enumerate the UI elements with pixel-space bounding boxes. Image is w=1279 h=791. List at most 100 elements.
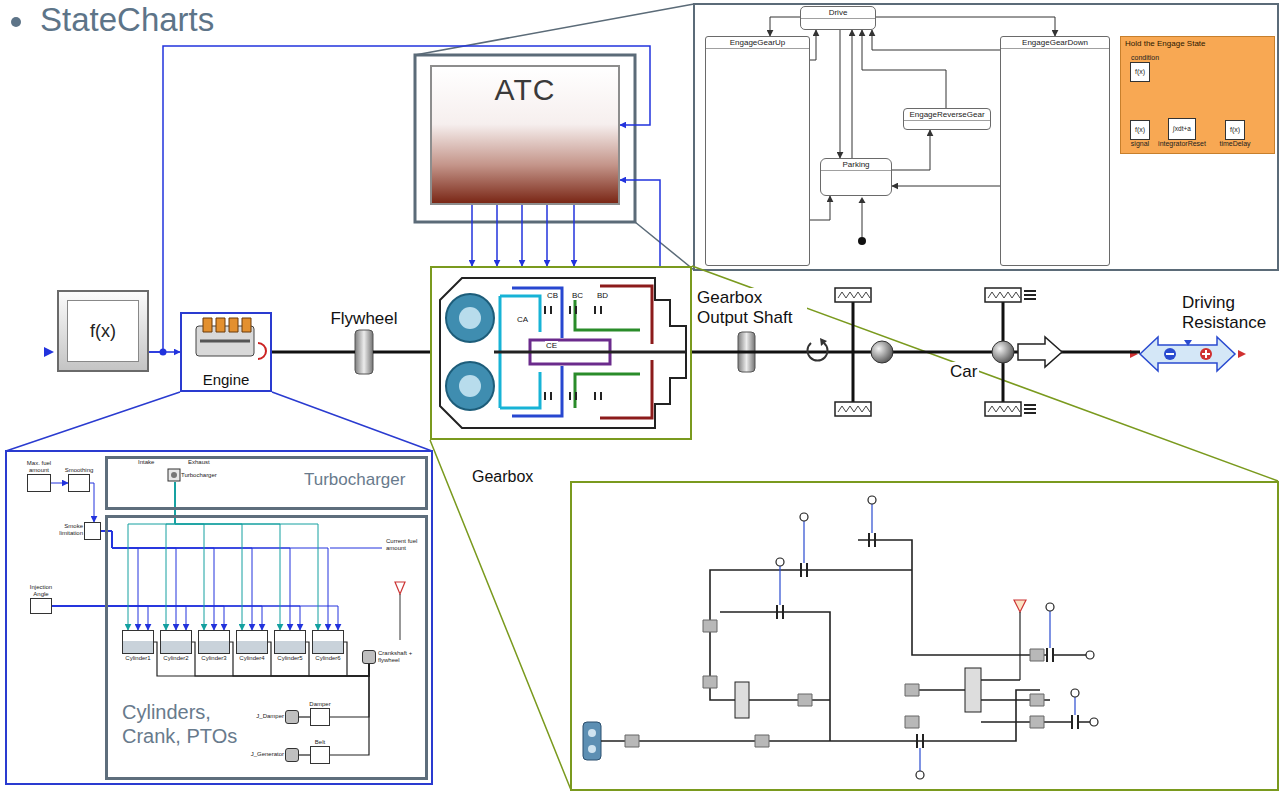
region-name: Cylinders, Crank, PTOs xyxy=(122,700,247,748)
plus-sign xyxy=(1202,350,1210,358)
region-name: Turbocharger xyxy=(304,470,405,490)
signal-wire xyxy=(496,205,498,266)
function-block: conditionf(x) xyxy=(1130,62,1150,82)
air-connection xyxy=(128,482,175,630)
block-caption: Smoke limitation xyxy=(47,523,83,537)
mechanical-connection xyxy=(330,664,369,717)
signal-wire xyxy=(471,205,473,266)
force-arrow xyxy=(1018,337,1062,367)
block-caption: Cylinder6 xyxy=(315,655,340,662)
clutch-label: BC xyxy=(571,291,584,300)
slide-title: StateCharts xyxy=(40,1,214,39)
block-caption: J_Generator xyxy=(251,751,284,758)
cylinder-block: Cylinder3 xyxy=(198,630,230,654)
car-model: Car xyxy=(800,285,1065,420)
rotation-mark xyxy=(258,343,266,359)
input-port xyxy=(44,347,54,357)
torque-converter-icon xyxy=(583,722,601,760)
driving-resistance: Driving Resistance xyxy=(1140,337,1235,371)
signal-wire xyxy=(620,180,660,266)
gear-shafts xyxy=(601,540,1090,741)
gearbox-detail-frame xyxy=(571,482,1278,790)
air-connection xyxy=(175,482,242,630)
state-box: EngageGearDown xyxy=(1000,36,1110,266)
block-caption: Max. fuel amount xyxy=(19,460,59,474)
air-connection xyxy=(175,482,204,630)
gearbox-block: Gearbox xyxy=(430,266,692,440)
minus-port xyxy=(1164,348,1176,360)
mechanical-connection xyxy=(330,664,369,755)
block-caption: Cylinder1 xyxy=(125,655,150,662)
state-transition xyxy=(892,186,1000,187)
block-caption: Belt xyxy=(315,739,325,746)
plus-port xyxy=(1200,348,1212,360)
function-block: f(x)signal xyxy=(1130,120,1150,140)
port-label: Current fuel amount xyxy=(386,538,424,552)
clutch-actuation xyxy=(780,504,1075,771)
state-name: EngageGearDown xyxy=(1001,37,1109,49)
rotation-mark xyxy=(808,343,828,361)
block-caption: signal xyxy=(1131,140,1149,148)
signal-wire xyxy=(149,46,650,352)
sensor-line xyxy=(400,594,401,640)
shaft xyxy=(1065,351,1140,354)
clutch-label: CA xyxy=(516,315,529,324)
cylinder-block: Cylinder1 xyxy=(122,630,154,654)
inertia-block: Crankshaft + flywheel xyxy=(362,650,376,664)
differential xyxy=(871,341,893,363)
block-caption: Cylinder2 xyxy=(163,655,188,662)
initial-transition xyxy=(862,201,863,237)
signal-block: Smoothing xyxy=(68,474,90,492)
rotation-arrowhead xyxy=(820,338,827,346)
state-name: EngageReverseGear xyxy=(904,109,990,121)
callout-line xyxy=(415,4,694,270)
state-transition xyxy=(810,196,830,220)
state-transition xyxy=(892,130,930,170)
callout-line xyxy=(6,392,432,451)
flywheel-disc xyxy=(355,330,373,374)
clutch xyxy=(777,533,1078,748)
state-name: EngageGearUp xyxy=(706,37,809,49)
state-box: Parking xyxy=(820,158,892,196)
air-connection xyxy=(175,482,318,630)
minus-sign xyxy=(1166,353,1174,355)
shaft xyxy=(272,351,355,354)
engine-block: Engine xyxy=(180,312,272,392)
controller-block: ATC xyxy=(430,65,620,205)
signal-wire xyxy=(52,606,300,630)
state-transition xyxy=(840,30,841,158)
block-caption: Cylinder3 xyxy=(201,655,226,662)
port-label: Gearbox Output Shaft xyxy=(697,288,807,328)
function-block: f(x) xyxy=(57,290,149,372)
block-symbol: ∫xdt+a xyxy=(1173,125,1191,132)
speed-sensor xyxy=(395,582,405,594)
signal-wire xyxy=(101,531,328,630)
title-bullet xyxy=(11,17,21,27)
signal-wire xyxy=(546,205,548,266)
main-shaft xyxy=(494,351,686,354)
belt-block: Belt xyxy=(310,746,330,764)
axle xyxy=(853,302,1003,402)
signal-wire xyxy=(52,606,262,630)
signal-wire xyxy=(52,606,224,630)
initial-arrowhead xyxy=(859,197,866,203)
block-caption: Damper xyxy=(309,701,330,708)
signal-wire xyxy=(573,205,575,266)
planetary-gear xyxy=(735,682,749,718)
component-name: Engine xyxy=(203,371,250,390)
signal-block: Injection Angle xyxy=(30,598,52,614)
initial-state-dot xyxy=(858,237,866,245)
annotation-panel: Hold the Engage Stateconditionf(x)f(x)si… xyxy=(1120,36,1275,154)
state-transition xyxy=(872,30,1000,50)
turbo-icon xyxy=(168,469,180,481)
torque-converter-hub xyxy=(459,375,481,397)
clutch-label: BD xyxy=(596,291,609,300)
tyre-tread xyxy=(838,292,1020,412)
signal-wire xyxy=(521,205,523,266)
air-connection xyxy=(166,482,175,630)
signal-block: Max. fuel amount xyxy=(27,474,51,492)
signal-block: Smoke limitation xyxy=(84,522,101,540)
block-symbol: f(x) xyxy=(1135,68,1145,76)
shaft xyxy=(373,351,430,354)
